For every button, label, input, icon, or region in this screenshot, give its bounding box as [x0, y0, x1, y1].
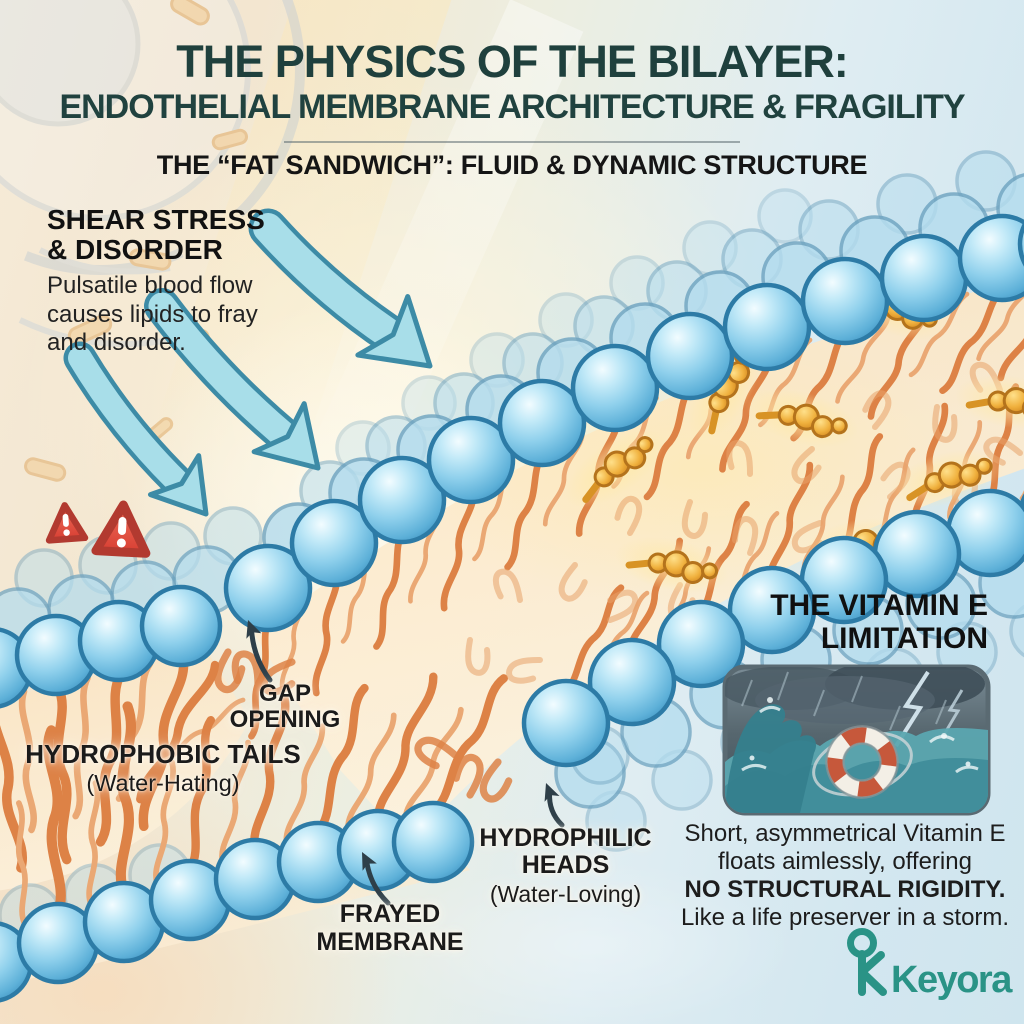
- hydrophilic-heads-label: HYDROPHILIC HEADS (Water-Loving): [479, 824, 652, 908]
- warning-triangle-icon: [45, 502, 89, 544]
- vitamin-e-molecule: [565, 428, 665, 508]
- label-arrow-icon: [544, 783, 565, 828]
- hydrophilic-heads: [0, 213, 1024, 1003]
- label-arrows: [246, 619, 565, 906]
- shear-flow-arrows: [63, 208, 433, 517]
- vitamin-e-molecule: [615, 536, 729, 594]
- title-divider: [284, 141, 740, 143]
- key-icon: [847, 928, 887, 996]
- label-arrow-icon: [362, 851, 391, 906]
- shear-stress-callout: SHEAR STRESS & DISORDER Pulsatile blood …: [47, 204, 265, 356]
- page-subtitle: THE “FAT SANDWICH”: FLUID & DYNAMIC STRU…: [156, 150, 868, 180]
- storm-illustration: [722, 664, 991, 816]
- cell-background: [0, 0, 305, 482]
- page-title: THE PHYSICS OF THE BILAYER:: [176, 36, 848, 87]
- shear-flow-arrow-icon: [248, 208, 433, 369]
- warning-triangle-icon: [91, 500, 151, 558]
- vitamin-e-molecule: [745, 388, 859, 448]
- lightning-icon: [894, 670, 930, 748]
- shear-flow-arrow-icon: [144, 288, 321, 471]
- brand-wordmark: Keyora: [891, 959, 1013, 1001]
- shear-title: SHEAR STRESS: [47, 204, 265, 235]
- brand-logo: Keyora: [847, 928, 1015, 1001]
- vitamin-e-body: Short, asymmetrical Vitamin E floats aim…: [680, 820, 1010, 932]
- label-arrow-icon: [246, 619, 273, 683]
- vitamin-e-molecule: [954, 375, 1024, 429]
- page-title-line2: ENDOTHELIAL MEMBRANE ARCHITECTURE & FRAG…: [59, 88, 965, 126]
- rain-lines: [741, 671, 947, 731]
- shear-flow-arrow-icon: [63, 341, 209, 517]
- warning-icons: [45, 500, 151, 558]
- water-shine: [380, 860, 800, 1024]
- hydrophobic-tails-label: HYDROPHOBIC TAILS (Water-Hating): [25, 739, 301, 796]
